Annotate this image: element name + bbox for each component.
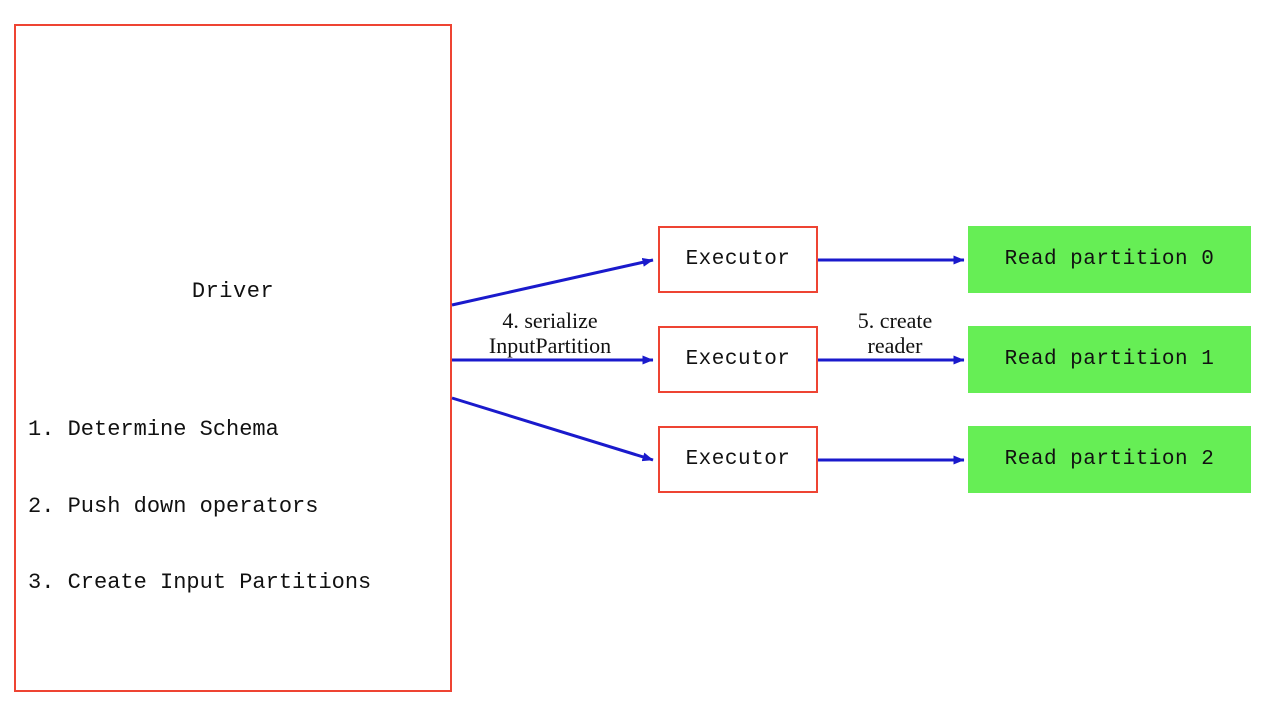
executor-box-2[interactable]: Executor: [658, 326, 818, 393]
driver-step-2: 2. Push down operators: [28, 493, 319, 519]
edge-label-create-reader-line1: 5. create: [857, 308, 933, 333]
executor-box-3[interactable]: Executor: [658, 426, 818, 493]
driver-steps-list: 1. Determine Schema 2. Push down operato…: [28, 366, 371, 647]
driver-title: Driver: [191, 279, 275, 304]
partition-box-1-label: Read partition 1: [1004, 348, 1215, 371]
partition-box-0-label: Read partition 0: [1004, 248, 1215, 271]
executor-box-2-label: Executor: [685, 348, 791, 371]
partition-box-0[interactable]: Read partition 0: [968, 226, 1251, 293]
executor-box-1-label: Executor: [685, 248, 791, 271]
executor-box-1[interactable]: Executor: [658, 226, 818, 293]
arrow-driver-to-executor-1: [451, 257, 654, 307]
partition-box-1[interactable]: Read partition 1: [968, 326, 1251, 393]
arrow-driver-to-executor-3: [451, 396, 654, 462]
edge-label-serialize-line2: InputPartition: [488, 333, 612, 358]
driver-step-3: 3. Create Input Partitions: [28, 570, 372, 595]
executor-box-3-label: Executor: [685, 448, 791, 471]
partition-box-2[interactable]: Read partition 2: [968, 426, 1251, 493]
edge-label-serialize: 4. serialize InputPartition: [455, 308, 645, 358]
driver-step-1: 1. Determine Schema: [28, 417, 279, 442]
driver-box[interactable]: Driver 1. Determine Schema 2. Push down …: [14, 24, 452, 692]
edge-label-create-reader-line2: reader: [867, 333, 923, 358]
edge-label-serialize-line1: 4. serialize: [502, 308, 598, 333]
edge-label-create-reader: 5. create reader: [820, 308, 970, 358]
partition-box-2-label: Read partition 2: [1004, 448, 1215, 471]
